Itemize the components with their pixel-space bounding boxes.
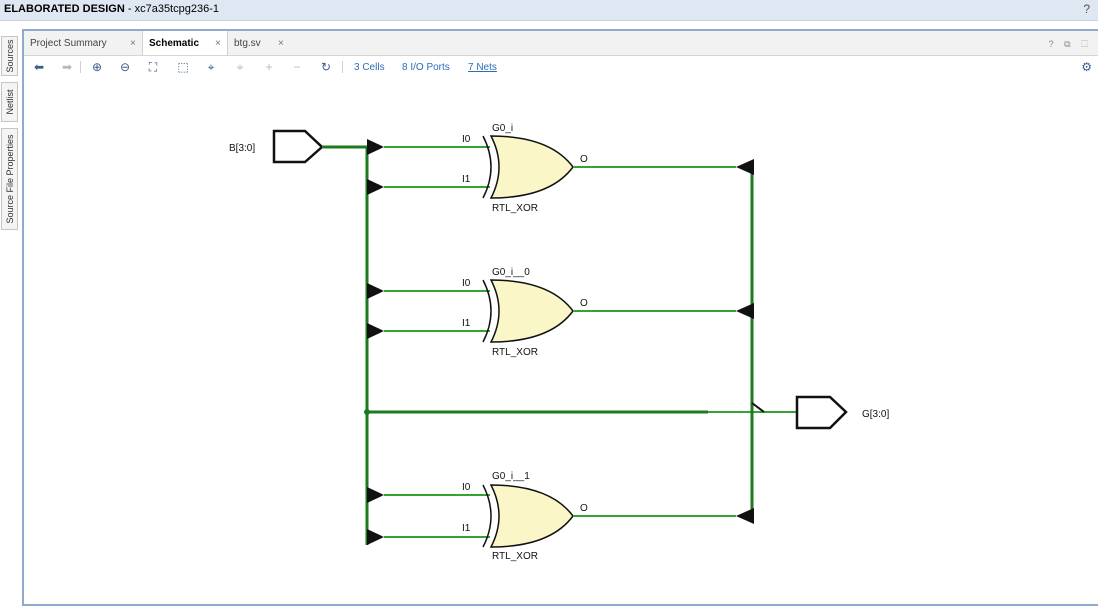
gate-instance-name: G0_i__1 (492, 471, 530, 482)
close-icon[interactable]: × (278, 38, 284, 49)
tab-project-summary[interactable]: Project Summary × (24, 31, 142, 55)
xor-back-curve (482, 135, 492, 199)
help-icon[interactable]: ? (1083, 2, 1090, 16)
plus-icon[interactable]: + (265, 60, 273, 74)
xor-back-curve (482, 484, 492, 548)
window-title: ELABORATED DESIGN - xc7a35tcpg236-1 (4, 3, 219, 15)
reload-icon[interactable]: ↻ (320, 60, 332, 74)
gate-instance-name: G0_i__0 (492, 267, 530, 278)
xor-gate-body (489, 279, 574, 343)
gate-type-label: RTL_XOR (492, 347, 538, 358)
forward-arrow-icon[interactable]: ➡ (61, 60, 73, 74)
bus-junction-dot (364, 409, 370, 415)
tab-label: Project Summary (30, 38, 107, 49)
side-tab-sources[interactable]: Sources (1, 36, 18, 76)
gate-pin-o: O (580, 154, 588, 165)
bus-ripper-mark (751, 402, 765, 413)
gate-instance-name: G0_i (492, 123, 513, 134)
toolbar-divider (342, 61, 343, 73)
bus-ripper-icon (367, 487, 384, 503)
bus-ripper-icon (367, 323, 384, 339)
toolbar-divider (80, 61, 81, 73)
gate-pin-o: O (580, 298, 588, 309)
bus-ripper-icon (367, 139, 384, 155)
fit-view-icon[interactable]: ⛶ (148, 60, 158, 74)
output-port-label: G[3:0] (862, 409, 889, 420)
cells-count-link[interactable]: 3 Cells (354, 62, 385, 73)
nets-count-link[interactable]: 7 Nets (468, 62, 497, 73)
zoom-out-icon[interactable]: ⊖ (119, 60, 131, 74)
bus-ripper-icon (367, 179, 384, 195)
bus-ripper-icon (367, 283, 384, 299)
bus-ripper-icon (736, 508, 754, 524)
xor-gate-g0-i-1[interactable]: G0_i__1 I0 I1 O RTL_XOR (384, 471, 736, 562)
bus-ripper-icon (736, 159, 754, 175)
part-name: - xc7a35tcpg236-1 (124, 3, 219, 15)
input-port-label: B[3:0] (229, 143, 255, 154)
xor-gate-body (489, 484, 574, 548)
xor-gate-body (489, 135, 574, 199)
output-port-g[interactable] (795, 395, 848, 430)
design-title: ELABORATED DESIGN (4, 3, 125, 15)
gate-type-label: RTL_XOR (492, 203, 538, 214)
gate-type-label: RTL_XOR (492, 551, 538, 562)
side-tab-strip: Sources Netlist Source File Properties (0, 30, 20, 607)
input-port-b[interactable] (272, 129, 324, 164)
tab-bar: Project Summary × Schematic × btg.sv × ?… (24, 31, 1098, 56)
gate-pin-i1: I1 (462, 174, 471, 185)
side-tab-netlist[interactable]: Netlist (1, 82, 18, 122)
tab-label: Schematic (149, 38, 200, 49)
back-arrow-icon[interactable]: ⬅ (33, 60, 45, 74)
gate-pin-o: O (580, 503, 588, 514)
bus-ripper-icon (736, 303, 754, 319)
tab-schematic[interactable]: Schematic × (142, 31, 228, 55)
bus-ripper-icon (367, 529, 384, 545)
title-bar: ELABORATED DESIGN - xc7a35tcpg236-1 ? (0, 0, 1098, 21)
gate-pin-i0: I0 (462, 482, 471, 493)
xor-gate-g0-i-0[interactable]: G0_i__0 I0 I1 O RTL_XOR (384, 267, 736, 358)
xor-gate-g0-i[interactable]: G0_i I0 I1 O RTL_XOR (384, 123, 736, 214)
io-ports-count-link[interactable]: 8 I/O Ports (402, 62, 450, 73)
zoom-area-icon[interactable]: ⬚ (177, 60, 189, 74)
close-icon[interactable]: × (130, 38, 136, 49)
select-icon[interactable]: ⌖ (207, 60, 215, 74)
gate-pin-i1: I1 (462, 318, 471, 329)
close-icon[interactable]: × (215, 38, 221, 49)
panel-window-controls[interactable]: ? ⧉ ⬚ (1048, 39, 1092, 49)
schematic-toolbar: ⬅ ➡ ⊕ ⊖ ⛶ ⬚ ⌖ ⌖ + − ↻ 3 Cells 8 I/O Port… (24, 56, 1098, 78)
tab-btg-sv[interactable]: btg.sv × (228, 31, 290, 55)
minus-icon[interactable]: − (293, 60, 301, 74)
side-tab-source-file-properties[interactable]: Source File Properties (1, 128, 18, 230)
gate-pin-i0: I0 (462, 134, 471, 145)
zoom-in-icon[interactable]: ⊕ (91, 60, 103, 74)
gate-pin-i1: I1 (462, 523, 471, 534)
gear-icon[interactable]: ⚙ (1081, 60, 1092, 74)
gate-pin-i0: I0 (462, 278, 471, 289)
deselect-icon[interactable]: ⌖ (236, 60, 244, 74)
xor-back-curve (482, 279, 492, 343)
tab-label: btg.sv (234, 38, 261, 49)
